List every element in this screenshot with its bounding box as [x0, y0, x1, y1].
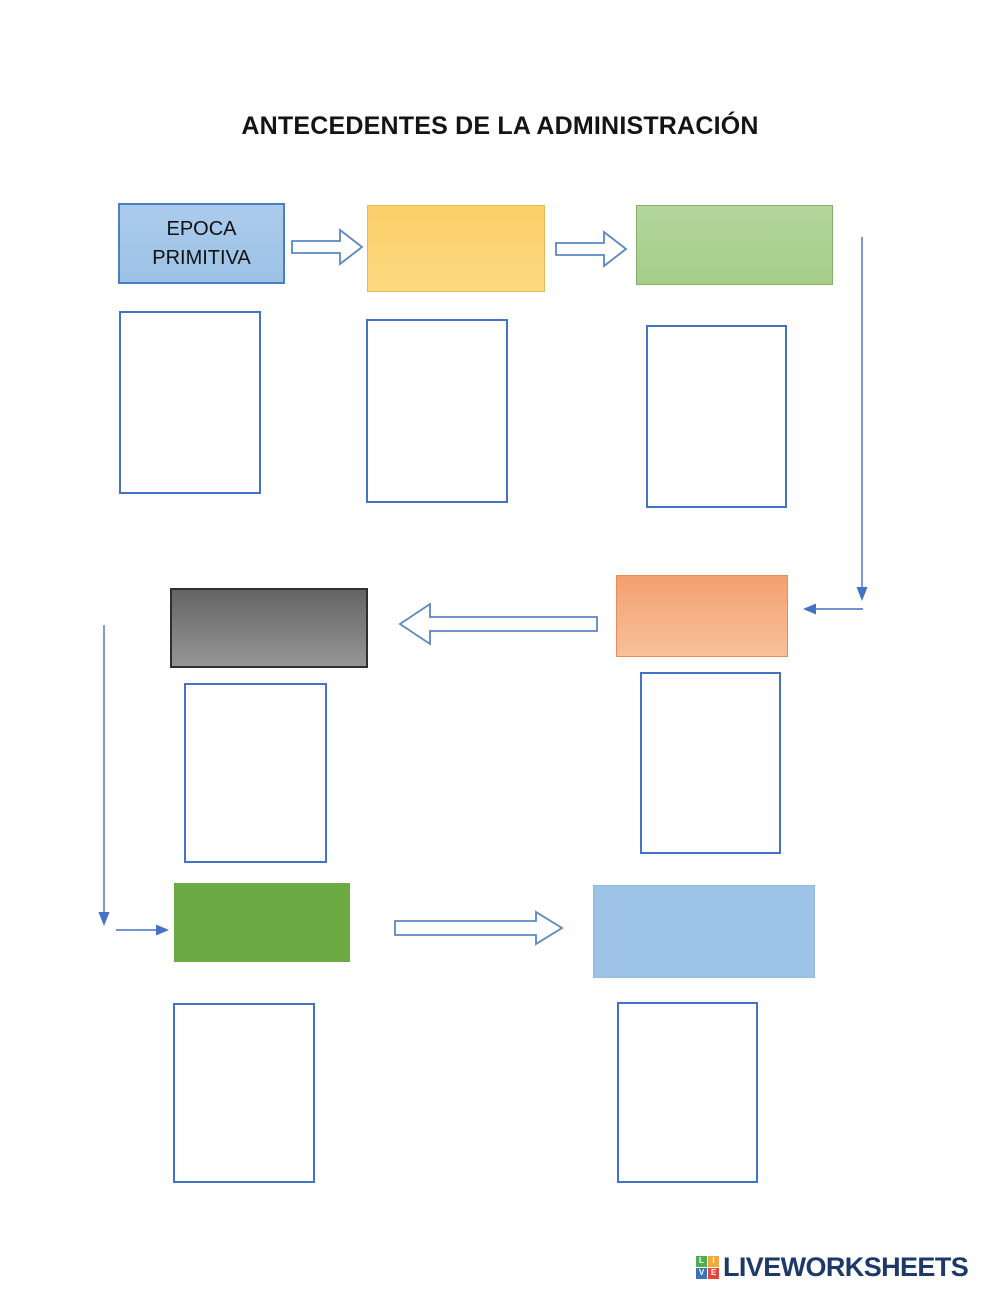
box-green-solid-blank	[174, 883, 350, 962]
block-arrow-right-1	[291, 228, 364, 266]
thin-arrow-left-into-orange	[803, 603, 863, 615]
box-gray-blank	[170, 588, 368, 668]
answer-box-3[interactable]	[646, 325, 787, 508]
thin-arrow-down-left-side	[98, 625, 110, 926]
answer-box-2[interactable]	[366, 319, 508, 503]
logo-square-i: I	[708, 1255, 719, 1267]
logo-square-l: L	[696, 1255, 707, 1267]
box-yellow-blank	[367, 205, 545, 292]
primitiva-line: PRIMITIVA	[152, 246, 251, 269]
thin-arrow-right-into-green	[116, 924, 169, 936]
liveworksheets-icon: L I V E	[696, 1255, 720, 1282]
answer-box-5[interactable]	[640, 672, 781, 854]
box-green-gradient-blank	[636, 205, 833, 285]
box-epoca-primitiva-label: EPOCA PRIMITIVA	[120, 205, 283, 282]
logo-square-v: V	[696, 1267, 707, 1279]
page-title: ANTECEDENTES DE LA ADMINISTRACIÓN	[241, 112, 759, 140]
epoca-line: EPOCA	[166, 217, 237, 240]
block-arrow-right-2	[555, 230, 628, 268]
answer-box-6[interactable]	[173, 1003, 315, 1183]
block-arrow-right-4	[394, 910, 564, 946]
brand-wordmark: LIVEWORKSHEETS	[723, 1252, 969, 1282]
logo-square-e: E	[708, 1267, 719, 1279]
box-orange-blank	[616, 575, 788, 657]
box-lightblue-blank	[593, 885, 815, 978]
answer-box-4[interactable]	[184, 683, 327, 863]
thin-arrow-down-right-side	[856, 237, 868, 601]
block-arrow-left-3	[398, 602, 598, 646]
box-epoca-primitiva: EPOCA PRIMITIVA	[118, 203, 285, 284]
answer-box-1[interactable]	[119, 311, 261, 494]
answer-box-7[interactable]	[617, 1002, 758, 1183]
liveworksheets-logo: L I V E LIVEWORKSHEETS	[696, 1252, 969, 1283]
